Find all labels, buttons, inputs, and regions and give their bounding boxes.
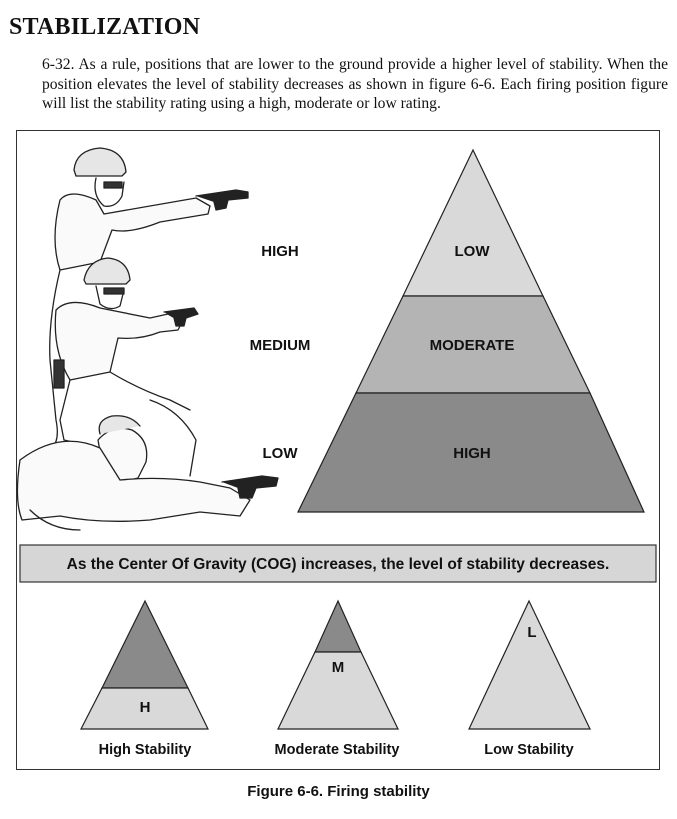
kneeling-soldier-figure xyxy=(53,257,199,447)
triangle-letter-l: L xyxy=(527,624,536,641)
stability-banner xyxy=(19,544,657,583)
section-heading: STABILIZATION xyxy=(9,14,201,40)
pyramid-label-moderate: MODERATE xyxy=(430,337,515,354)
stability-banner-text: As the Center Of Gravity (COG) increases… xyxy=(67,556,610,573)
triangle-letter-m: M xyxy=(332,659,345,676)
prone-soldier-figure xyxy=(16,399,279,531)
stability-pyramid xyxy=(297,148,645,513)
caption-moderate-stability: Moderate Stability xyxy=(275,742,400,758)
pyramid-label-low: LOW xyxy=(455,243,491,260)
triangle-letter-h: H xyxy=(140,699,151,716)
triangle-high-stability xyxy=(80,599,209,730)
caption-high-stability: High Stability xyxy=(99,742,192,758)
figure-caption: Figure 6-6. Firing stability xyxy=(247,783,430,800)
position-label-low: LOW xyxy=(263,445,299,462)
triangle-moderate-stability xyxy=(277,599,399,730)
position-label-high: HIGH xyxy=(261,243,299,260)
soldier-illustrations xyxy=(16,147,279,531)
caption-low-stability: Low Stability xyxy=(484,742,573,758)
pyramid-label-high: HIGH xyxy=(453,445,491,462)
triangle-low-stability xyxy=(468,599,591,730)
body-paragraph: 6-32. As a rule, positions that are lowe… xyxy=(42,56,668,112)
standing-soldier-figure xyxy=(39,147,249,453)
pyramid-tier-top xyxy=(402,148,544,297)
pyramid-tier-bottom xyxy=(297,392,645,513)
position-label-medium: MEDIUM xyxy=(250,337,311,354)
figure-frame xyxy=(16,130,660,770)
